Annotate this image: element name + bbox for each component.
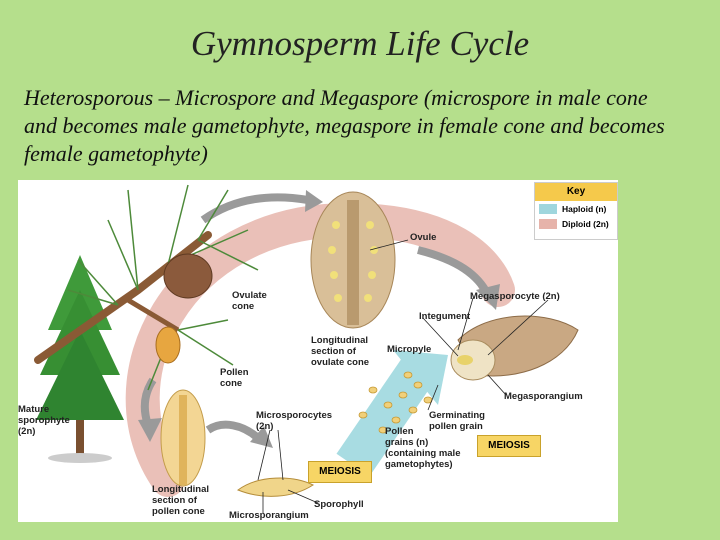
label-ovulate-cone: Ovulate cone bbox=[232, 290, 267, 312]
label-megasporocyte: Megasporocyte (2n) bbox=[470, 291, 560, 302]
label-germinating-pollen: Germinating pollen grain bbox=[429, 410, 485, 432]
ovulate-cone-section bbox=[310, 191, 396, 329]
label-microsporocytes: Microsporocytes (2n) bbox=[256, 410, 333, 432]
slide-title: Gymnosperm Life Cycle bbox=[190, 24, 530, 63]
label-microsporangium: Microsporangium bbox=[229, 510, 309, 521]
label-longitudinal-ovulate: Longitudinal section of ovulate cone bbox=[311, 335, 370, 368]
label-pollen-cone: Pollen cone bbox=[220, 367, 249, 389]
slide-subtitle: Heterosporous – Microspore and Megaspore… bbox=[24, 85, 665, 166]
label-pollen-grains: Pollen grains (n) (containing male gamet… bbox=[385, 426, 461, 470]
meiosis-box-left: MEIOSIS bbox=[308, 461, 372, 483]
label-megasporangium: Megasporangium bbox=[504, 391, 583, 402]
label-mature-sporophyte: Mature sporophyte (2n) bbox=[18, 404, 70, 437]
diagram-artwork bbox=[34, 184, 579, 513]
branch-illustration bbox=[34, 184, 259, 391]
legend-diploid: Diploid (2n) bbox=[539, 216, 617, 231]
legend-key: Key Haploid (n) Diploid (2n) bbox=[534, 182, 618, 240]
legend-haploid: Haploid (n) bbox=[539, 201, 617, 216]
label-longitudinal-pollen: Longitudinal section of pollen cone bbox=[152, 484, 209, 517]
haploid-label: Haploid (n) bbox=[562, 203, 607, 214]
diploid-swatch bbox=[539, 218, 557, 229]
sporophyll-illustration bbox=[236, 477, 315, 497]
life-cycle-diagram: Key Haploid (n) Diploid (2n) Ovule Megas… bbox=[18, 180, 618, 522]
pollen-cone-section bbox=[160, 389, 206, 487]
haploid-arrow-head bbox=[393, 350, 448, 405]
legend-title: Key bbox=[535, 183, 617, 201]
megasporangium-section bbox=[450, 315, 579, 381]
grey-arrow-bottom bbox=[205, 420, 261, 442]
label-sporophyll: Sporophyll bbox=[314, 499, 364, 510]
label-integument: Integument bbox=[419, 311, 471, 322]
label-micropyle: Micropyle bbox=[387, 344, 432, 355]
label-ovule: Ovule bbox=[410, 232, 437, 243]
diploid-label: Diploid (2n) bbox=[562, 218, 609, 229]
haploid-pollen-arrow bbox=[336, 358, 435, 477]
pollen-cone-shape bbox=[155, 326, 181, 364]
ovulate-cone-shape bbox=[163, 253, 213, 299]
meiosis-box-right: MEIOSIS bbox=[477, 435, 541, 457]
haploid-swatch bbox=[539, 203, 557, 214]
